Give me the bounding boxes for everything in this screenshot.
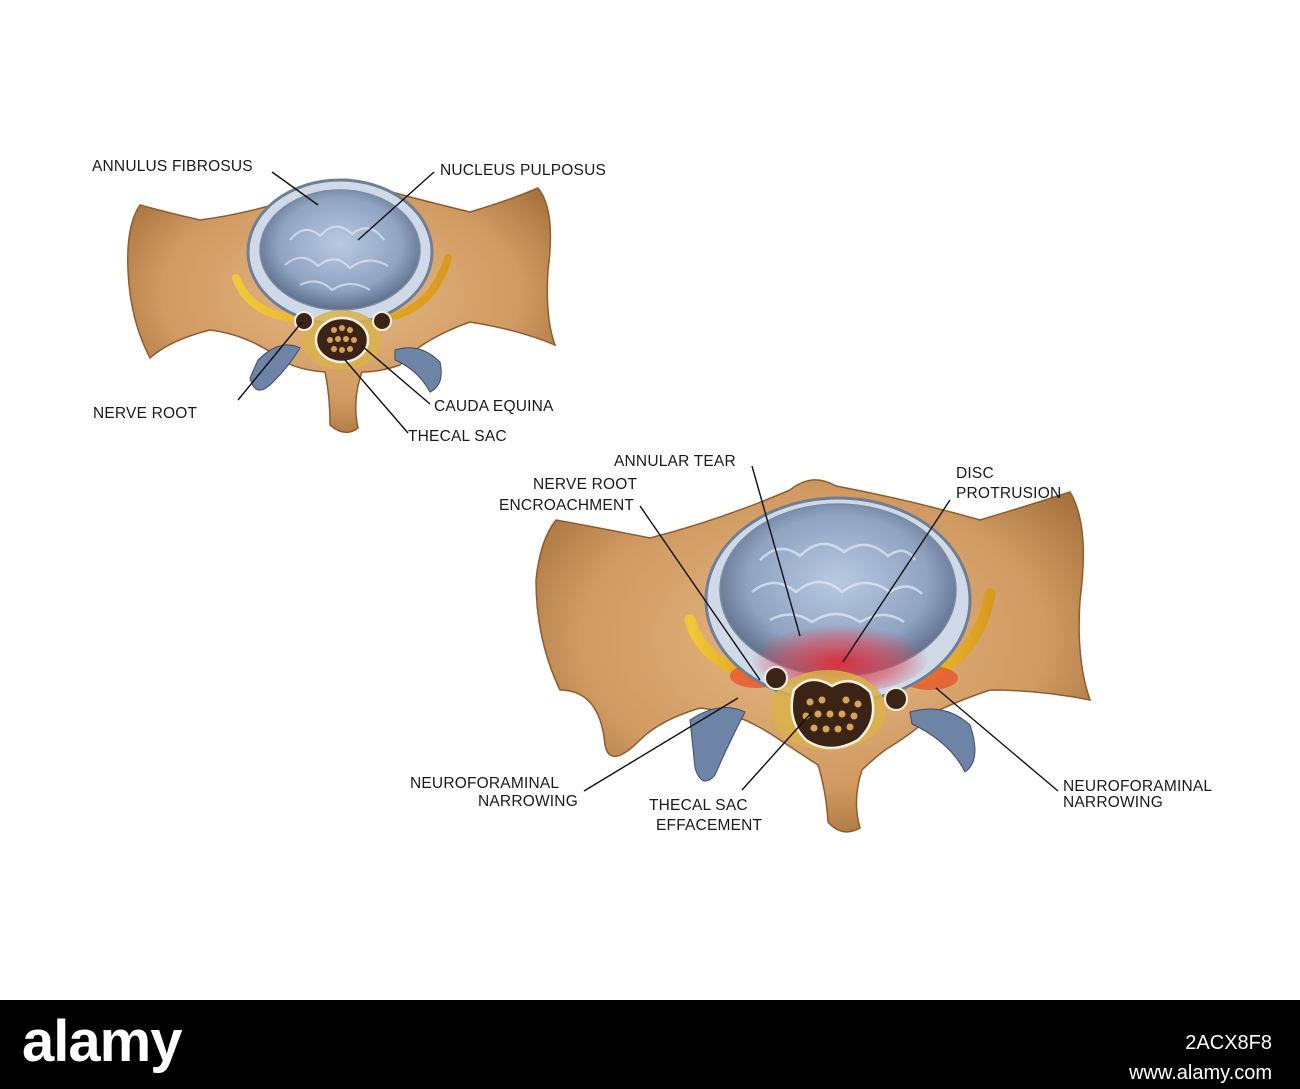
annular-tear-red <box>750 617 930 693</box>
labels: ANNULUS FIBROSUS NUCLEUS PULPOSUS NERVE … <box>92 158 1212 834</box>
site-url[interactable]: www.alamy.com <box>1129 1062 1272 1084</box>
label-annular-tear: ANNULAR TEAR <box>614 453 736 470</box>
label-cauda-equina: CAUDA EQUINA <box>434 398 554 415</box>
disc-nucleus-normal <box>259 189 421 311</box>
facet-right-normal <box>394 347 442 393</box>
label-nucleus-pulposus: NUCLEUS PULPOSUS <box>440 162 606 179</box>
protrusion-vertebra <box>535 479 1092 833</box>
label-neuroforaminal-left-2: NARROWING <box>478 793 578 810</box>
label-thecal-sac: THECAL SAC <box>408 428 507 445</box>
label-neuroforaminal-right-2: NARROWING <box>1063 794 1163 811</box>
nerve-root-left-protrusion <box>764 666 788 690</box>
image-id: 2ACX8F8 <box>1185 1032 1272 1054</box>
nucleus-texture-normal <box>284 225 389 292</box>
nerve-root-right-protrusion <box>884 687 908 711</box>
label-neuroforaminal-left-1: NEUROFORAMINAL <box>410 775 559 792</box>
label-annulus-fibrosus: ANNULUS FIBROSUS <box>92 158 253 175</box>
nerve-root-right-normal <box>372 311 392 331</box>
label-nerve-root-encroachment-1: NERVE ROOT <box>533 476 638 493</box>
facet-right-protrusion <box>909 708 976 773</box>
stock-info: 2ACX8F8 www.alamy.com <box>1129 1028 1272 1088</box>
brand-logo[interactable]: alamy <box>22 1009 182 1074</box>
normal-vertebra <box>127 178 557 434</box>
thecal-sac-normal <box>314 316 370 364</box>
facet-left-normal <box>249 344 301 391</box>
label-disc-protrusion-1: DISC <box>956 465 994 482</box>
label-thecal-sac-effacement-1: THECAL SAC <box>649 797 748 814</box>
cauda-equina-fibers-normal <box>327 325 357 353</box>
label-disc-protrusion-2: PROTRUSION <box>956 485 1061 502</box>
label-thecal-sac-effacement-2: EFFACEMENT <box>656 817 763 834</box>
label-neuroforaminal-right-1: NEUROFORAMINAL <box>1063 778 1212 795</box>
leader-lines <box>237 171 1059 792</box>
label-nerve-root: NERVE ROOT <box>93 405 198 422</box>
nerve-arc-normal <box>232 254 452 322</box>
cauda-equina-fibers-protrusion <box>802 696 862 733</box>
label-nerve-root-encroachment-2: ENCROACHMENT <box>499 497 634 514</box>
spine-cross-section-diagram: ANNULUS FIBROSUS NUCLEUS PULPOSUS NERVE … <box>92 158 1212 834</box>
watermark-footer: alamy 2ACX8F8 www.alamy.com <box>0 1000 1300 1089</box>
facet-left-protrusion <box>689 707 746 782</box>
nucleus-texture-protrusion <box>751 542 923 624</box>
